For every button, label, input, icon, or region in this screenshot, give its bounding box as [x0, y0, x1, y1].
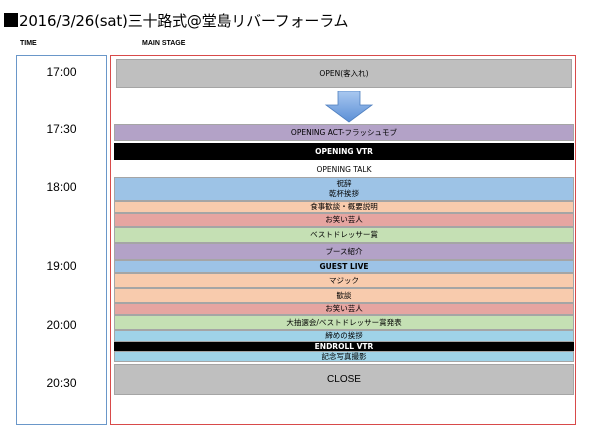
schedule-block-lottery: 大抽選会/ベストドレッサー賞発表 — [114, 315, 574, 330]
schedule-block-shokuji: 食事歓談・概要説明 — [114, 201, 574, 213]
schedule-block-kandan: 歓談 — [114, 288, 574, 303]
schedule-block-opening-talk: OPENING TALK — [114, 162, 574, 177]
schedule-block-owarai-2: お笑い芸人 — [114, 303, 574, 315]
schedule-block-open: OPEN(客入れ) — [116, 59, 572, 88]
down-arrow-icon — [324, 91, 374, 123]
schedule-block-label: 祝辞 — [336, 179, 352, 188]
schedule-block-photo: 記念写真撮影 — [114, 351, 574, 362]
stage-column-header: MAIN STAGE — [142, 40, 186, 47]
time-column-header: TIME — [20, 40, 37, 47]
main-stage-column — [110, 55, 576, 425]
time-column — [16, 55, 107, 425]
schedule-block-closing-greeting: 締めの挨拶 — [114, 330, 574, 342]
time-label-1700: 17:00 — [46, 65, 77, 79]
schedule-block-owarai-1: お笑い芸人 — [114, 213, 574, 227]
time-label-2000: 20:00 — [46, 318, 77, 332]
schedule-block-best-dresser: ベストドレッサー賞 — [114, 227, 574, 243]
schedule-block-magic: マジック — [114, 273, 574, 288]
title-bullet-icon — [4, 13, 18, 27]
schedule-block-shukuji: 祝辞 乾杯挨拶 — [114, 177, 574, 201]
schedule-block-endroll-vtr: ENDROLL VTR — [114, 342, 574, 351]
time-label-2030: 20:30 — [46, 376, 77, 390]
schedule-block-opening-vtr: OPENING VTR — [114, 143, 574, 160]
time-label-1800: 18:00 — [46, 180, 77, 194]
time-label-1730: 17:30 — [46, 122, 77, 136]
schedule-block-close: CLOSE — [114, 364, 574, 395]
schedule-block-guest-live: GUEST LIVE — [114, 260, 574, 273]
page-title: 2016/3/26(sat)三十路式@堂島リバーフォーラム — [4, 9, 349, 31]
title-text: 2016/3/26(sat)三十路式@堂島リバーフォーラム — [19, 11, 349, 30]
schedule-block-opening-act: OPENING ACT-フラッシュモブ — [114, 124, 574, 141]
time-label-1900: 19:00 — [46, 259, 77, 273]
schedule-block-label-secondary: 乾杯挨拶 — [329, 189, 359, 198]
schedule-block-booth: ブース紹介 — [114, 243, 574, 260]
